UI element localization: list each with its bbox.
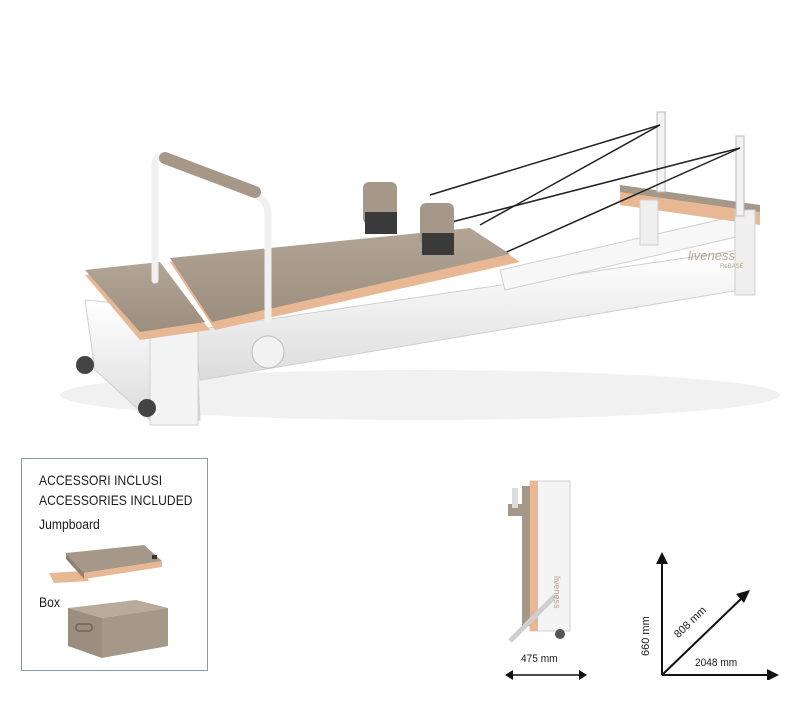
accessory-label-jumpboard: Jumpboard xyxy=(39,517,100,532)
folded-reformer-image: liveness xyxy=(500,476,590,646)
accessories-panel: ACCESSORI INCLUSI ACCESSORIES INCLUDED J… xyxy=(21,458,208,671)
height-dimension-label: 660 mm xyxy=(640,616,652,656)
reformer-image: liveness ReBASE xyxy=(60,111,780,426)
length-dimension-label: 2048 mm xyxy=(695,657,738,669)
svg-text:liveness: liveness xyxy=(552,576,562,609)
width-arrow xyxy=(505,668,587,687)
width-dimension-label: 475 mm xyxy=(521,653,558,665)
accessories-title-en: ACCESSORIES INCLUDED xyxy=(39,492,193,508)
box-image xyxy=(58,596,178,667)
jumpboard-image xyxy=(44,543,164,598)
dimension-axes-icon xyxy=(652,550,782,685)
accessory-label-box: Box xyxy=(39,595,60,610)
svg-text:ReBASE: ReBASE xyxy=(720,264,744,270)
accessories-title-it: ACCESSORI INCLUSI xyxy=(39,472,163,488)
svg-text:liveness: liveness xyxy=(688,248,735,263)
